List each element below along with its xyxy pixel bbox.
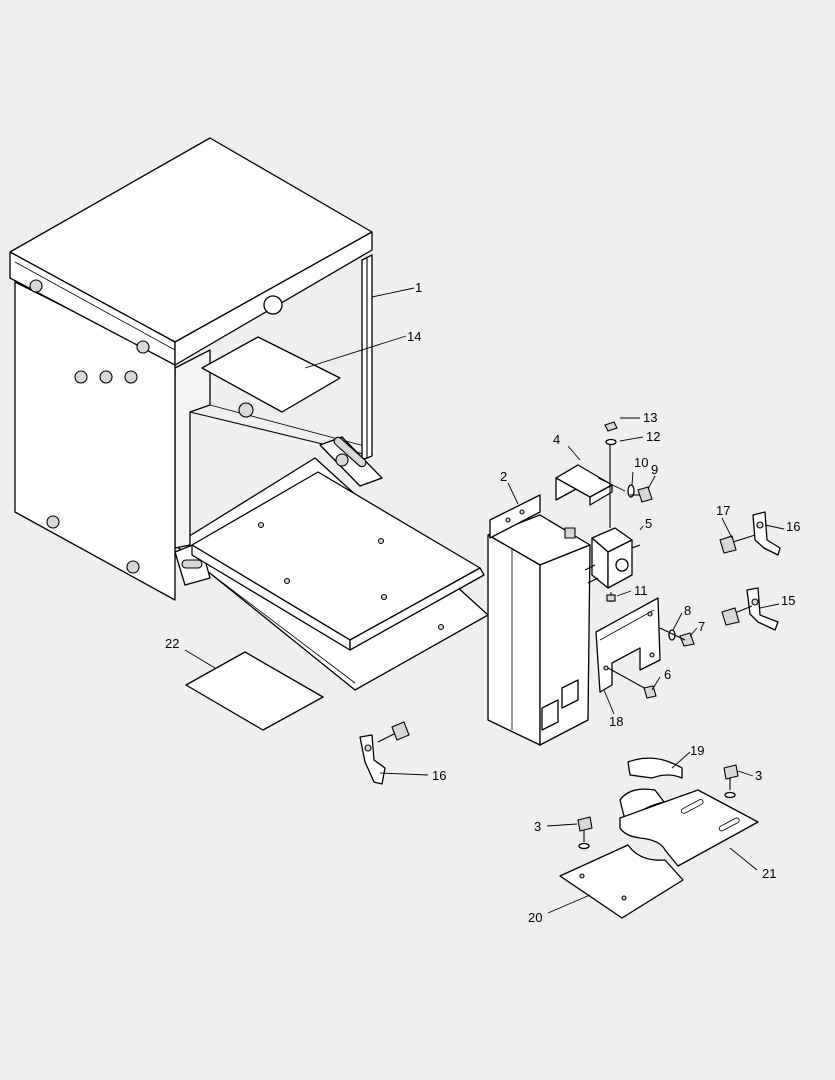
callout-3b: 3 <box>755 768 762 783</box>
nut-13 <box>604 421 618 432</box>
callout-5: 5 <box>645 516 652 531</box>
callout-18: 18 <box>609 714 623 729</box>
callout-21: 21 <box>762 866 776 881</box>
transformer-box <box>487 494 591 746</box>
callout-6: 6 <box>664 667 671 682</box>
callout-1: 1 <box>415 280 422 295</box>
callout-11: 11 <box>634 583 648 598</box>
callout-17: 17 <box>716 503 730 518</box>
callout-9: 9 <box>651 462 658 477</box>
label-sheet-22 <box>185 651 324 731</box>
callout-12: 12 <box>646 429 660 444</box>
switch-block-5 <box>584 440 641 589</box>
callout-16b: 16 <box>432 768 446 783</box>
callout-2: 2 <box>500 469 507 484</box>
bolt-3-left <box>577 816 593 850</box>
mounting-plate-18 <box>595 597 661 693</box>
sliding-mounting-plate <box>191 471 485 651</box>
callout-8: 8 <box>684 603 691 618</box>
bolt-17 <box>719 534 756 554</box>
bracket-bolt <box>547 519 576 539</box>
washer-12 <box>605 438 617 446</box>
washer-10 <box>627 484 635 498</box>
callout-7: 7 <box>698 619 705 634</box>
callout-22: 22 <box>165 636 179 651</box>
callout-4: 4 <box>553 432 560 447</box>
callout-19: 19 <box>690 743 704 758</box>
leader-lines <box>184 287 785 914</box>
tray-slot-bracket <box>319 436 383 487</box>
clamp-16-right <box>752 511 781 556</box>
bolt-3-right <box>723 764 739 799</box>
callout-14: 14 <box>407 329 421 344</box>
callout-15: 15 <box>781 593 795 608</box>
screw-7 <box>679 632 695 647</box>
clamp-16-left <box>359 721 410 785</box>
callout-10: 10 <box>634 455 648 470</box>
callout-labels: 1 2 3 3 4 5 6 7 8 9 10 11 12 13 14 15 16… <box>165 280 800 925</box>
clamp-15 <box>721 587 779 631</box>
screw-9 <box>630 486 653 503</box>
callout-13: 13 <box>643 410 657 425</box>
plate-20 <box>559 844 684 919</box>
callout-3a: 3 <box>534 819 541 834</box>
label-plate-14 <box>201 336 341 413</box>
callout-16a: 16 <box>786 519 800 534</box>
bracket-4 <box>555 464 626 506</box>
plate-21 <box>619 789 759 867</box>
callout-20: 20 <box>528 910 542 925</box>
screw-6 <box>643 685 657 699</box>
screw-11 <box>606 592 616 602</box>
